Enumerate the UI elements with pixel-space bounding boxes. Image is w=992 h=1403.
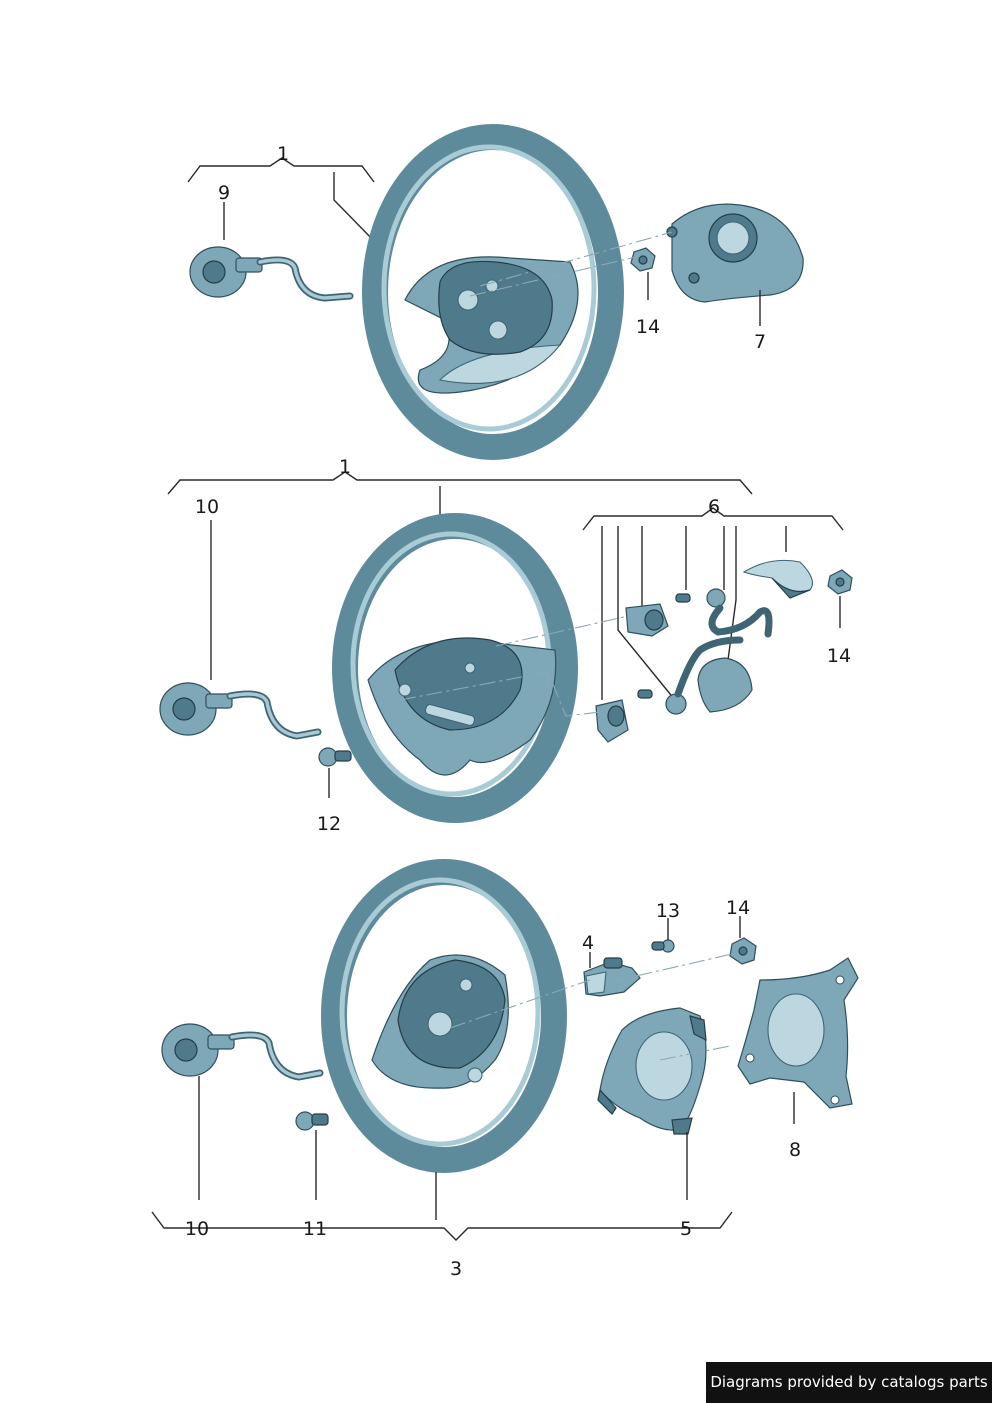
callout-4: 4 (582, 932, 594, 954)
screw-13 (651, 939, 675, 953)
callout-1-mid: 1 (339, 456, 351, 478)
bracket-1-top (187, 157, 375, 183)
callout-11: 11 (303, 1218, 327, 1240)
nut-bot (729, 937, 757, 965)
cover-plate-8 (737, 957, 859, 1109)
callout-3: 3 (450, 1258, 462, 1280)
callout-5: 5 (680, 1218, 692, 1240)
trim-frame-5 (597, 1007, 707, 1135)
callout-14-bot: 14 (726, 897, 750, 919)
callout-14-mid: 14 (827, 645, 851, 667)
callout-7: 7 (754, 331, 766, 353)
callout-6: 6 (708, 496, 720, 518)
airbag-top (666, 203, 804, 303)
hub-top (438, 260, 553, 355)
leader-1-top (333, 172, 379, 246)
callout-12: 12 (317, 813, 341, 835)
steering-wheel-bottom (321, 859, 567, 1173)
nut-top (630, 247, 656, 272)
steering-wheel-top (362, 124, 624, 460)
callout-13: 13 (656, 900, 680, 922)
clock-spring-mid (159, 682, 322, 740)
top-assembly: 1 9 7 (187, 124, 804, 460)
bracket-1-mid (167, 471, 753, 495)
steering-wheel-middle (332, 513, 578, 823)
clock-spring-bot (161, 1023, 324, 1081)
bracket-6 (582, 507, 844, 531)
middle-assembly: 1 10 12 6 (159, 456, 853, 835)
callout-10-mid: 10 (195, 496, 219, 518)
callout-8: 8 (789, 1139, 801, 1161)
bracket-3 (151, 1211, 733, 1241)
bolt-11 (295, 1111, 329, 1131)
switch-parts (595, 559, 813, 743)
callout-10-bot: 10 (185, 1218, 209, 1240)
clock-spring-top (189, 246, 354, 302)
bottom-assembly: 4 13 14 (151, 859, 859, 1280)
switch-bracket-4 (583, 957, 641, 997)
callout-1-top: 1 (277, 143, 289, 165)
nut-mid (827, 569, 853, 595)
hub-bot (397, 959, 506, 1069)
callout-9: 9 (218, 182, 230, 204)
callout-14-top: 14 (636, 316, 660, 338)
footer-credit-badge: Diagrams provided by catalogs parts (706, 1362, 992, 1403)
bolt-12 (318, 747, 352, 767)
